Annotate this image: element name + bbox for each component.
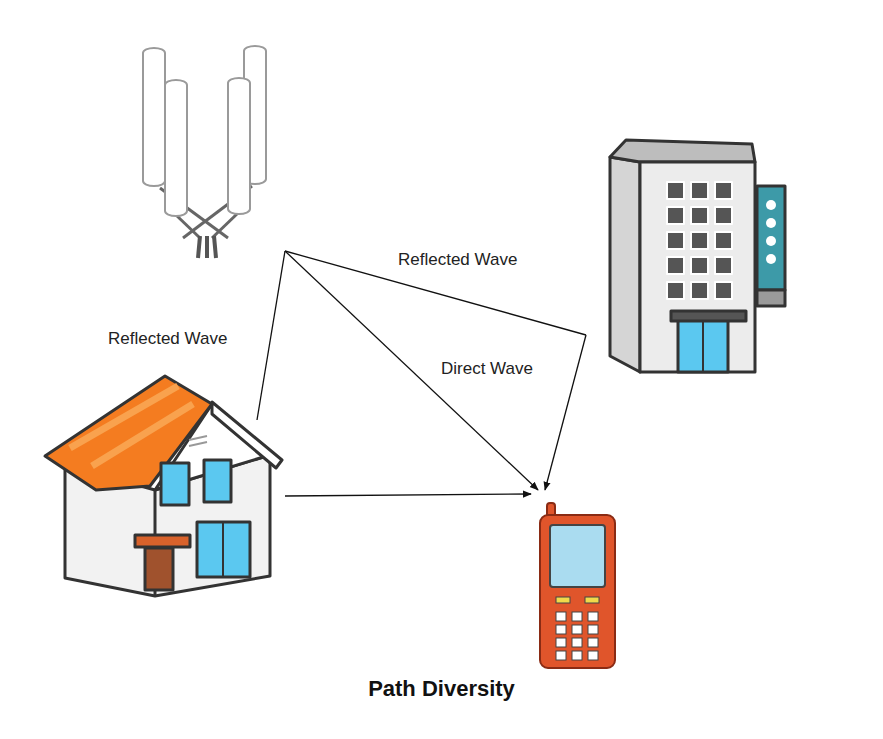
house-window — [161, 463, 189, 505]
house-vent — [189, 436, 207, 440]
building-window — [715, 282, 732, 299]
antenna-cylinder — [143, 48, 165, 186]
building-window — [667, 257, 684, 274]
door-divider — [222, 522, 224, 577]
phone-screen — [550, 525, 605, 587]
wave-label: Reflected Wave — [398, 250, 548, 270]
building-window — [715, 257, 732, 274]
building-window — [667, 182, 684, 199]
phone-body — [540, 515, 615, 668]
phone-key — [572, 625, 582, 634]
reflected-wave-line — [257, 251, 285, 420]
phone-keypad — [556, 612, 598, 660]
roof-stripe — [92, 404, 193, 466]
phone-button — [556, 597, 570, 603]
door-awning — [135, 535, 190, 547]
sign-light — [766, 200, 776, 210]
antenna-pole — [205, 236, 209, 258]
roof-stripe — [70, 386, 178, 448]
reflected-wave-line — [545, 335, 586, 490]
building-window — [667, 232, 684, 249]
antenna-tower — [143, 46, 266, 258]
house — [45, 376, 282, 596]
building-entrance — [678, 318, 728, 372]
phone-button — [585, 597, 599, 603]
building-top — [610, 140, 755, 162]
entrance-awning — [671, 311, 746, 321]
phone-key — [588, 625, 598, 634]
antenna-mount — [176, 215, 200, 238]
phone-key — [588, 612, 598, 621]
phone-key — [572, 651, 582, 660]
building-sign — [757, 186, 785, 290]
roof-trim — [212, 402, 282, 468]
building-window — [667, 282, 684, 299]
phone-key — [572, 638, 582, 647]
reflected-wave-line — [285, 494, 531, 496]
antenna-mount — [212, 213, 238, 238]
phone-key — [588, 638, 598, 647]
antenna-cylinder — [228, 78, 250, 214]
phone-key — [556, 651, 566, 660]
sign-light — [766, 218, 776, 228]
mobile-phone — [540, 503, 615, 668]
house-window — [204, 460, 231, 502]
building-window — [715, 182, 732, 199]
diagram-caption: Path Diversity — [0, 676, 883, 702]
phone-key — [556, 625, 566, 634]
building-window — [691, 257, 708, 274]
phone-key — [556, 638, 566, 647]
building-window — [691, 207, 708, 224]
building-windows — [667, 182, 732, 299]
building-window — [667, 207, 684, 224]
antenna-cylinder — [165, 80, 187, 216]
sign-base — [757, 290, 785, 306]
antenna-pole — [198, 236, 200, 258]
sign-light — [766, 236, 776, 246]
building-side — [610, 157, 640, 372]
house-vent — [189, 442, 207, 446]
wave-paths — [257, 251, 586, 496]
building-front — [640, 162, 755, 372]
sliding-door — [197, 522, 250, 577]
office-building — [610, 140, 785, 372]
antenna-pole — [214, 236, 216, 258]
building-window — [691, 182, 708, 199]
sign-light — [766, 254, 776, 264]
phone-key — [572, 612, 582, 621]
phone-key — [556, 612, 566, 621]
building-window — [691, 232, 708, 249]
phone-key — [588, 651, 598, 660]
entrance-divider — [702, 318, 704, 372]
building-window — [715, 207, 732, 224]
wave-label: Reflected Wave — [108, 329, 258, 349]
building-window — [715, 232, 732, 249]
house-door — [145, 548, 173, 590]
wave-label: Direct Wave — [441, 359, 561, 379]
building-window — [691, 282, 708, 299]
